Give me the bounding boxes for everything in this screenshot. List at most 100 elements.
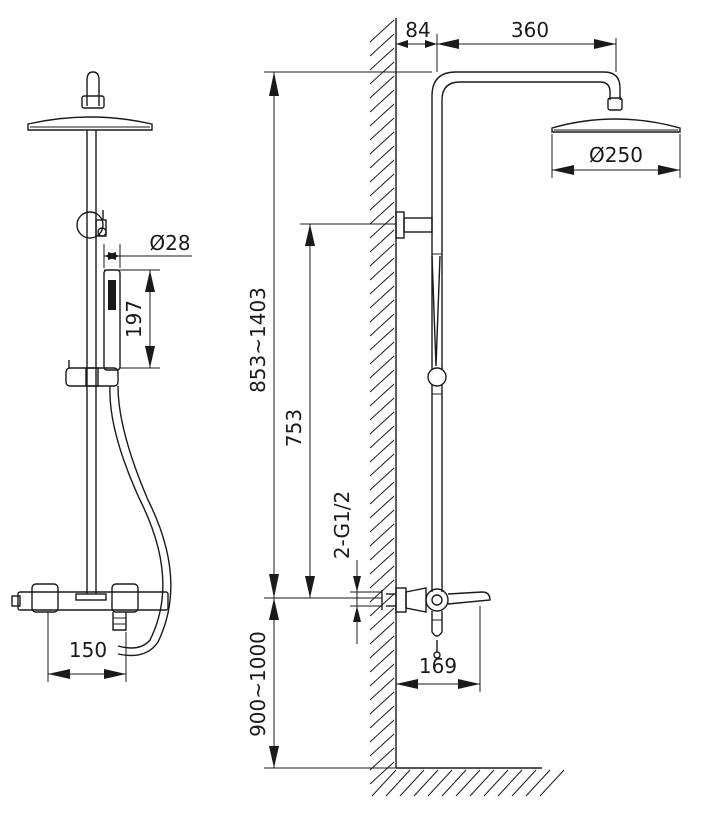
side-wall-bracket [395, 211, 433, 239]
dim-mount-height-label: 900~1000 [246, 631, 270, 737]
wall-hatch-stroke [369, 495, 395, 519]
wall-hatch-stroke [369, 61, 395, 85]
wall-hatch-stroke [369, 565, 395, 589]
wall-hatch-stroke [369, 271, 395, 295]
floor-hatch-stroke [455, 769, 481, 797]
front-slider-holder [65, 360, 119, 387]
side-shower-head [551, 97, 681, 133]
dim-mount-height: 900~1000 [246, 598, 396, 769]
dim-total-height-label: 853~1403 [246, 287, 270, 393]
wall-hatch-stroke [369, 733, 395, 757]
front-hose [109, 385, 172, 657]
dim-84: 84 [395, 18, 438, 72]
wall-hatch-stroke [369, 481, 395, 505]
floor-hatch-stroke [469, 769, 495, 797]
wall-hatch-stroke [369, 439, 395, 463]
dim-197: 197 [120, 269, 160, 369]
front-riser-pipe [86, 130, 97, 594]
wall-hatch-stroke [369, 719, 395, 743]
wall-hatch-stroke [369, 467, 395, 491]
floor-hatch-stroke [441, 769, 467, 797]
floor-hatch-stroke [399, 769, 425, 797]
dim-169-label: 169 [419, 654, 457, 678]
wall-hatch [395, 18, 542, 769]
wall-hatch-stroke [369, 159, 395, 183]
wall-hatch-stroke [369, 425, 395, 449]
side-mixer-valve [381, 587, 491, 659]
floor-hatch-stroke [413, 769, 439, 797]
front-shower-head [27, 71, 153, 131]
side-hand-shower [427, 255, 447, 387]
wall-hatch-stroke [369, 677, 395, 701]
front-wall-bracket [76, 210, 107, 239]
dim-hand-diameter-label: Ø28 [149, 231, 190, 255]
wall-hatch-stroke [369, 453, 395, 477]
wall-hatch-stroke [369, 509, 395, 533]
wall-hatch-stroke [369, 117, 395, 141]
wall-hatch-stroke [369, 89, 395, 113]
wall-hatch-stroke [369, 369, 395, 393]
dim-inlet-thread-label: 2-G1/2 [330, 491, 354, 559]
dim-753: 753 [282, 223, 396, 598]
front-view: 150 Ø28 197 [11, 71, 192, 682]
dim-hand-diameter: Ø28 [103, 231, 192, 268]
wall-hatch-stroke [369, 173, 395, 197]
wall-hatch-stroke [369, 621, 395, 645]
front-mixer-valve [11, 583, 169, 631]
front-hand-shower [103, 269, 121, 371]
dim-360-label: 360 [511, 18, 549, 42]
wall-hatch-stroke [369, 33, 395, 57]
wall-hatch-stroke [369, 537, 395, 561]
side-view: 84 360 Ø250 853~1403 [246, 18, 681, 797]
wall-hatch-stroke [369, 523, 395, 547]
wall-hatch-stroke [369, 47, 395, 71]
wall-hatch-stroke [369, 131, 395, 155]
dim-150: 150 [47, 612, 127, 682]
wall-hatch-stroke [369, 215, 395, 239]
wall-hatch-stroke [369, 187, 395, 211]
dim-197-label: 197 [122, 300, 146, 338]
floor-hatch-stroke [497, 769, 523, 797]
dim-169: 169 [396, 606, 481, 692]
wall-hatch-stroke [369, 285, 395, 309]
dim-inlet-thread: 2-G1/2 [330, 491, 382, 644]
wall-hatch-stroke [369, 229, 395, 253]
floor-hatch-stroke [371, 769, 397, 797]
wall-hatch-stroke [369, 649, 395, 673]
dim-head-diameter-label: Ø250 [589, 143, 643, 167]
wall-hatch-lines [369, 19, 565, 797]
floor-hatch-stroke [511, 769, 537, 797]
floor-hatch-stroke [539, 769, 565, 797]
side-riser-pipe [431, 71, 621, 592]
dim-total-height: 853~1403 [246, 71, 432, 599]
wall-hatch-stroke [369, 243, 395, 267]
wall-hatch-stroke [369, 75, 395, 99]
wall-hatch-stroke [369, 383, 395, 407]
wall-hatch-stroke [369, 607, 395, 631]
wall-hatch-stroke [369, 341, 395, 365]
floor-hatch-stroke [483, 769, 509, 797]
wall-hatch-stroke [369, 747, 395, 771]
dim-360: 360 [437, 18, 617, 72]
wall-hatch-stroke [369, 257, 395, 281]
dim-150-label: 150 [69, 638, 107, 662]
wall-hatch-stroke [369, 761, 395, 785]
wall-hatch-stroke [369, 103, 395, 127]
wall-hatch-stroke [369, 201, 395, 225]
wall-hatch-stroke [369, 705, 395, 729]
dim-753-label: 753 [282, 409, 306, 447]
floor-hatch-stroke [525, 769, 551, 797]
wall-hatch-stroke [369, 145, 395, 169]
floor-hatch-stroke [427, 769, 453, 797]
wall-hatch-stroke [369, 663, 395, 687]
wall-hatch-stroke [369, 551, 395, 575]
dim-84-label: 84 [405, 18, 430, 42]
wall-hatch-stroke [369, 313, 395, 337]
wall-hatch-stroke [369, 635, 395, 659]
dim-head-diameter: Ø250 [551, 134, 681, 178]
wall-hatch-stroke [369, 327, 395, 351]
wall-hatch-stroke [369, 355, 395, 379]
wall-hatch-stroke [369, 299, 395, 323]
wall-hatch-stroke [369, 411, 395, 435]
